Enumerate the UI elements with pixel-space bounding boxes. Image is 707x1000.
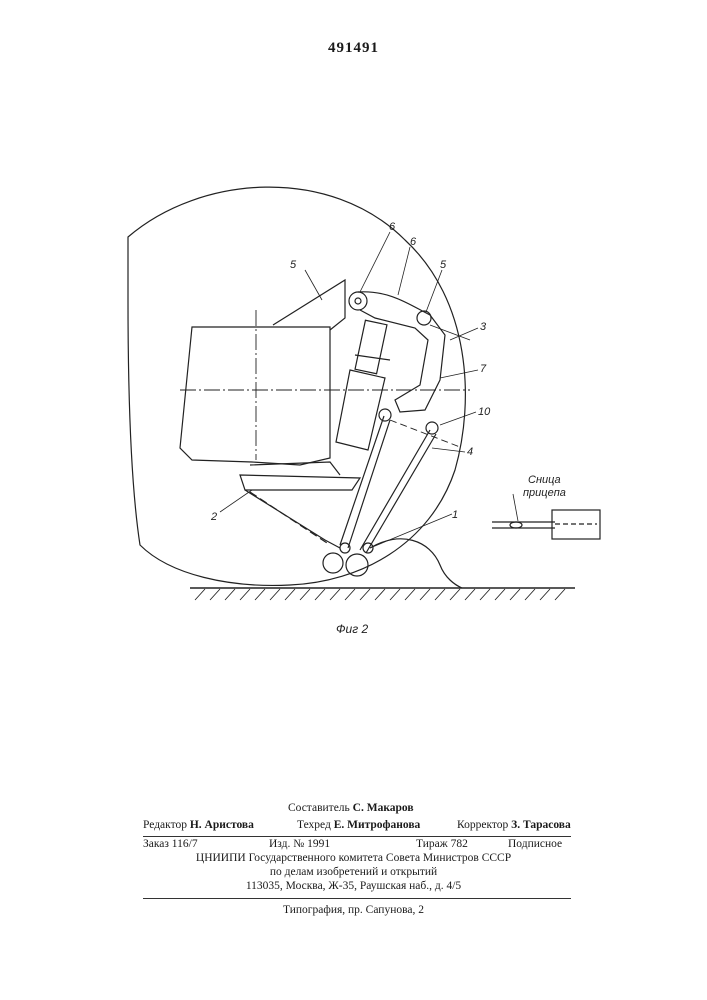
subscription: Подписное [508,838,562,850]
upper-arm [358,292,445,412]
callout-6-upper: 6 [389,221,396,233]
top-pivot [349,292,367,310]
corrector-name: З. Тарасова [511,819,571,831]
callout-3: 3 [480,321,487,333]
roller-right [346,554,368,576]
corrector-label: Корректор [457,819,508,831]
printer: Типография, пр. Сапунова, 2 [0,904,707,916]
callout-7: 7 [480,363,487,375]
issue-number: Изд. № 1991 [269,838,330,850]
techred-name: Е. Митрофанова [334,819,421,831]
ground-hatching [195,589,565,600]
callout-4: 4 [467,446,473,458]
callout-10: 10 [478,406,491,418]
lower-frame [240,475,360,490]
compiler-line: Составитель С. Макаров [288,802,414,814]
callout-2: 2 [210,511,217,523]
editor-name: Н. Аристова [190,819,254,831]
trailer-hitch [492,494,600,539]
callout-5-right: 5 [440,259,447,271]
org-line1: ЦНИИПИ Государственного комитета Совета … [0,852,707,864]
callout-1: 1 [452,509,458,521]
editor-line: Редактор Н. Аристова [143,819,254,831]
address: 113035, Москва, Ж-35, Раушская наб., д. … [0,880,707,892]
soil-mound [370,539,462,588]
roller-left [323,553,343,573]
hitch-label-line1: Сница [528,474,561,486]
divider-top [143,836,571,837]
corrector-line: Корректор З. Тарасова [457,819,571,831]
hydraulic-cylinder [336,370,385,450]
editor-label: Редактор [143,819,187,831]
divider-bottom [143,898,571,899]
techred-line: Техред Е. Митрофанова [297,819,420,831]
circulation: Тираж 782 [416,838,468,850]
hitch-label-line2: прицепа [523,487,566,499]
figure-caption: Фиг 2 [336,622,368,636]
compiler-label: Составитель [288,802,350,814]
order-number: Заказ 116/7 [143,838,198,850]
callout-5-left: 5 [290,259,297,271]
techred-label: Техред [297,819,331,831]
org-line2: по делам изобретений и открытий [0,866,707,878]
callout-6-right: 6 [410,236,417,248]
compiler-name: С. Макаров [353,802,414,814]
right-pivot [417,311,431,325]
top-plate [273,280,345,330]
tractor-body [180,327,330,465]
